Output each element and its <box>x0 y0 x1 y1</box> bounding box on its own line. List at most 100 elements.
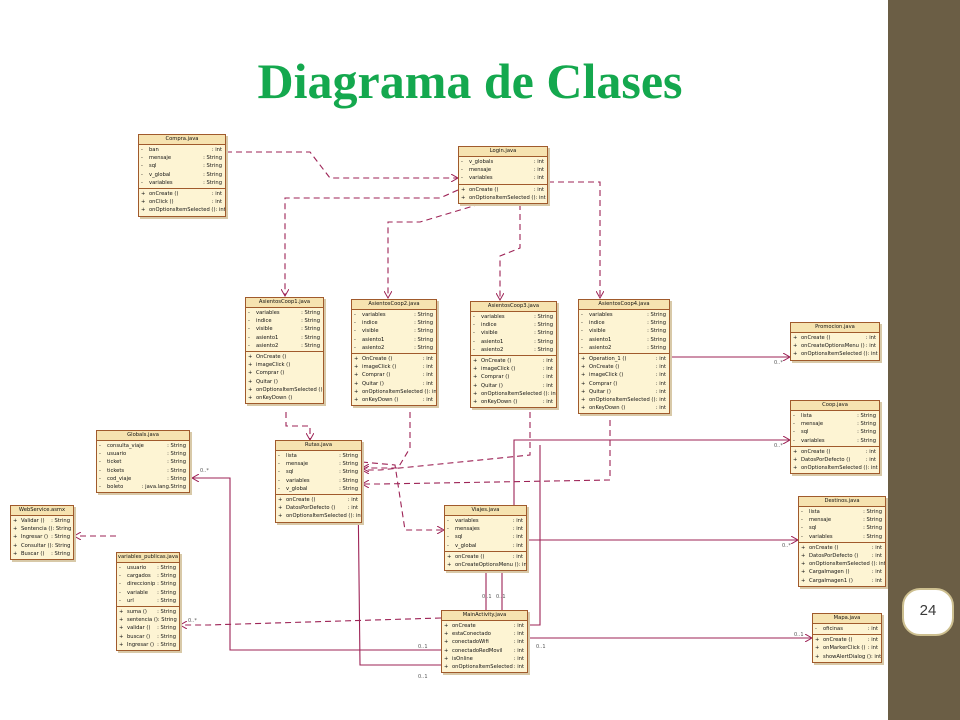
attribute-name: mensaje <box>801 421 824 428</box>
class-variables-publicas: variables_publicas.java-usuario: String-… <box>116 552 180 651</box>
class-name: Viajes.java <box>445 506 526 516</box>
attribute-row: -sql: int <box>445 533 526 541</box>
dep-asientos4-rutas <box>362 420 611 484</box>
type-label: : int <box>513 639 524 646</box>
type-label: : int <box>422 372 433 379</box>
visibility-marker: - <box>793 413 795 419</box>
method-row: +conectadoWifi : int <box>442 638 527 646</box>
class-promocion: Promocion.java+onCreate (): int+onCreate… <box>790 322 880 361</box>
visibility-marker: - <box>473 314 475 320</box>
type-label: : String <box>157 641 176 648</box>
method-row: +estaConectado: int <box>442 630 527 638</box>
method-name: conectadoWifi <box>452 639 489 646</box>
visibility-marker: + <box>801 544 806 551</box>
assoc-viajes-coop <box>513 440 790 505</box>
attribute-name: asiento1 <box>589 336 612 343</box>
mult-promocion: 0..* <box>774 360 783 366</box>
type-label: : String <box>857 429 876 436</box>
mult-main-a: 0..1 <box>418 644 428 650</box>
method-row: +DatosPorDefecto (): int <box>791 456 879 464</box>
visibility-marker: - <box>793 437 795 444</box>
type-label: : int <box>547 390 557 397</box>
attributes-section: -ban: int-mensaje: String-sql: String-v_… <box>139 145 225 189</box>
method-name: Quitar () <box>589 388 611 395</box>
type-label: : int <box>871 569 882 576</box>
attributes-section: -variables: String-indice: String-visibl… <box>471 312 556 356</box>
attribute-name: v_global <box>455 542 477 549</box>
method-name: OnCreate () <box>589 364 620 371</box>
method-row: +Ingresar (): String <box>11 533 73 541</box>
attribute-name: cod_viaje <box>107 475 132 482</box>
attribute-row: -lista: String <box>799 508 885 516</box>
attribute-name: sql <box>286 469 294 476</box>
visibility-marker: - <box>99 459 101 466</box>
visibility-marker: - <box>815 626 817 632</box>
visibility-marker: - <box>581 328 583 335</box>
visibility-marker: - <box>119 565 121 571</box>
class-name: AsientosCoop3.java <box>471 302 556 312</box>
method-name: onCreate <box>452 623 476 629</box>
attribute-row: -v_global: int <box>445 542 526 550</box>
mult-viajes-a: 0..1 <box>482 594 492 600</box>
visibility-marker: + <box>793 335 798 341</box>
visibility-marker: + <box>278 505 283 512</box>
visibility-marker: + <box>473 398 478 405</box>
attribute-name: variables <box>801 437 825 444</box>
method-row: +onKeyDown (): int <box>352 396 436 404</box>
attribute-name: variables <box>256 310 280 316</box>
method-row: +DatosPorDefecto (): int <box>799 552 885 560</box>
visibility-marker: + <box>248 370 253 377</box>
attribute-name: sql <box>809 525 817 532</box>
mult-main-b: 0..1 <box>418 674 428 680</box>
visibility-marker: + <box>444 639 449 646</box>
attribute-row: -v_globals: int <box>459 158 547 166</box>
visibility-marker: + <box>581 388 586 395</box>
method-name: buscar () <box>127 633 151 640</box>
type-label: : String <box>647 344 666 351</box>
attribute-name: lista <box>801 413 812 419</box>
method-name: onCreate () <box>801 448 831 455</box>
method-row: +Quitar () <box>246 378 323 386</box>
method-row: +onCreate (): int <box>139 190 225 198</box>
visibility-marker: + <box>119 617 124 624</box>
type-label: : int <box>422 380 433 387</box>
mult-destinos: 0..* <box>782 543 791 549</box>
method-row: +onOptionsItemSelected: int <box>442 663 527 671</box>
visibility-marker: - <box>801 533 803 540</box>
visibility-marker: - <box>447 534 449 541</box>
assoc-main-coop <box>528 445 541 626</box>
attribute-row: -variable: String <box>117 589 179 597</box>
visibility-marker: - <box>248 318 250 325</box>
type-label: : String <box>167 443 186 449</box>
type-label: : java.lang.String <box>141 483 186 490</box>
class-asientos-coop3: AsientosCoop3.java-variables: String-ind… <box>470 301 557 409</box>
mult-main-c: 0..1 <box>536 644 546 650</box>
visibility-marker: - <box>278 477 280 484</box>
visibility-marker: + <box>473 357 478 364</box>
attribute-row: -asiento2: String <box>352 344 436 352</box>
type-label: : int <box>513 663 524 670</box>
type-label: : int <box>871 544 882 551</box>
visibility-marker: + <box>793 343 798 350</box>
attribute-row: -asiento2: String <box>579 344 669 352</box>
method-name: showAlertDialog () <box>823 653 871 660</box>
visibility-marker: - <box>119 597 121 604</box>
attribute-name: v_globals <box>469 159 494 165</box>
method-row: +Comprar () <box>246 369 323 377</box>
methods-section: +onCreate (): int+onOptionsItemSelected … <box>459 185 547 203</box>
type-label: : String <box>647 328 666 335</box>
attribute-row: -tickets: String <box>97 467 189 475</box>
visibility-marker: - <box>278 469 280 476</box>
method-name: imageClick () <box>589 372 624 379</box>
type-label: : int <box>542 398 553 405</box>
type-label: : String <box>339 469 358 476</box>
attribute-name: variables <box>362 312 386 318</box>
attribute-row: -mensaje: String <box>276 460 361 468</box>
attribute-name: lista <box>286 453 297 459</box>
visibility-marker: - <box>99 451 101 458</box>
method-name: onOptionsItemSelected () <box>481 390 548 397</box>
attribute-name: usuario <box>127 565 147 571</box>
type-label: : String <box>157 581 176 588</box>
dep-login-asientos4 <box>548 181 600 298</box>
type-label <box>320 378 323 386</box>
